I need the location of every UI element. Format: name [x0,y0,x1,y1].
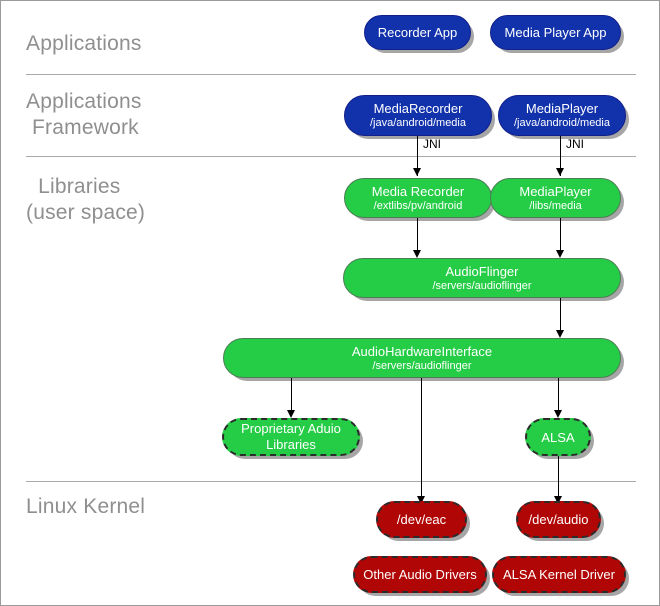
node-proprietary-audio-libs-title: Proprietary Aduio [241,421,341,436]
section-label-linux-kernel: Linux Kernel [26,495,146,518]
arrowhead-mediarecorder-to-audioflinger [413,250,421,258]
connector-mediarecorder-jni [417,136,418,176]
edge-label-jni-player: JNI [566,137,584,151]
node-mediaplayer-framework-path: /java/android/media [513,117,610,129]
node-audiohardwareinterface[interactable]: AudioHardwareInterface /servers/audiofli… [223,338,621,378]
section-label-libraries: Libraries (user space) [26,175,146,224]
node-media-player-app-title: Media Player App [504,25,607,40]
node-media-recorder-lib-title: Media Recorder [371,183,465,199]
arrowhead-hardwareinterface-to-alsa [554,410,562,418]
divider-applications [26,74,636,75]
node-proprietary-audio-libs[interactable]: Proprietary Aduio Libraries [222,418,360,456]
arrowhead-alsa-to-dev-audio [554,496,562,504]
node-media-player-app[interactable]: Media Player App [490,15,621,50]
arrowhead-audioflinger-to-hardwareinterface [556,330,564,338]
node-dev-eac-title: /dev/eac [396,512,447,527]
node-audiohardwareinterface-title: AudioHardwareInterface [351,343,493,359]
divider-applications-framework [26,156,636,157]
node-audiohardwareinterface-path: /servers/audioflinger [372,359,472,372]
node-dev-eac[interactable]: /dev/eac [376,501,467,538]
node-other-audio-drivers-title: Other Audio Drivers [363,567,477,582]
node-recorder-app-title: Recorder App [377,25,458,40]
node-alsa[interactable]: ALSA [525,418,591,456]
arrowhead-hardwareinterface-to-proprietary [287,410,295,418]
node-alsa-title: ALSA [541,429,575,445]
connector-mediaplayer-jni [560,136,561,176]
connector-alsa-to-dev-audio [558,456,559,502]
node-mediaplayer-lib-path: /libs/media [529,199,582,212]
arrowhead-mediaplayer-jni [556,168,564,176]
node-alsa-kernel-driver[interactable]: ALSA Kernel Driver [492,556,626,593]
node-mediarecorder-framework-title: MediaRecorder [373,101,463,116]
node-proprietary-audio-libs-subtitle: Libraries [266,437,316,452]
divider-linux-kernel [26,481,636,482]
node-media-recorder-lib-path: /extlibs/pv/android [373,199,463,212]
node-mediaplayer-framework-title: MediaPlayer [525,101,599,116]
section-label-applications-framework: Applications Framework [26,90,142,139]
section-label-applications: Applications [26,32,142,55]
connector-hardwareinterface-to-alsa [558,378,559,416]
arrowhead-hardwareinterface-to-dev-eac [417,496,425,504]
connector-mediarecorder-to-audioflinger [417,218,418,254]
node-dev-audio[interactable]: /dev/audio [516,501,601,538]
connector-mediaplayer-to-audioflinger [560,218,561,254]
node-audioflinger[interactable]: AudioFlinger /servers/audioflinger [343,258,621,298]
edge-label-jni-recorder: JNI [423,137,441,151]
node-recorder-app[interactable]: Recorder App [364,15,471,50]
node-mediaplayer-framework[interactable]: MediaPlayer /java/android/media [498,95,626,136]
node-media-recorder-lib[interactable]: Media Recorder /extlibs/pv/android [344,178,492,218]
arrowhead-mediarecorder-jni [413,168,421,176]
node-mediaplayer-lib-title: MediaPlayer [519,183,592,199]
connector-hardwareinterface-to-dev-eac [421,378,422,502]
node-mediaplayer-lib[interactable]: MediaPlayer /libs/media [490,178,621,218]
node-dev-audio-title: /dev/audio [528,512,589,527]
node-mediarecorder-framework[interactable]: MediaRecorder /java/android/media [344,95,492,136]
connector-audioflinger-to-hardwareinterface [560,298,561,336]
arrowhead-mediaplayer-to-audioflinger [556,250,564,258]
node-other-audio-drivers[interactable]: Other Audio Drivers [353,556,487,593]
node-audioflinger-title: AudioFlinger [445,263,519,279]
node-alsa-kernel-driver-title: ALSA Kernel Driver [503,567,615,582]
connector-hardwareinterface-to-proprietary [291,378,292,416]
node-mediarecorder-framework-path: /java/android/media [369,117,466,129]
node-audioflinger-path: /servers/audioflinger [432,279,532,292]
